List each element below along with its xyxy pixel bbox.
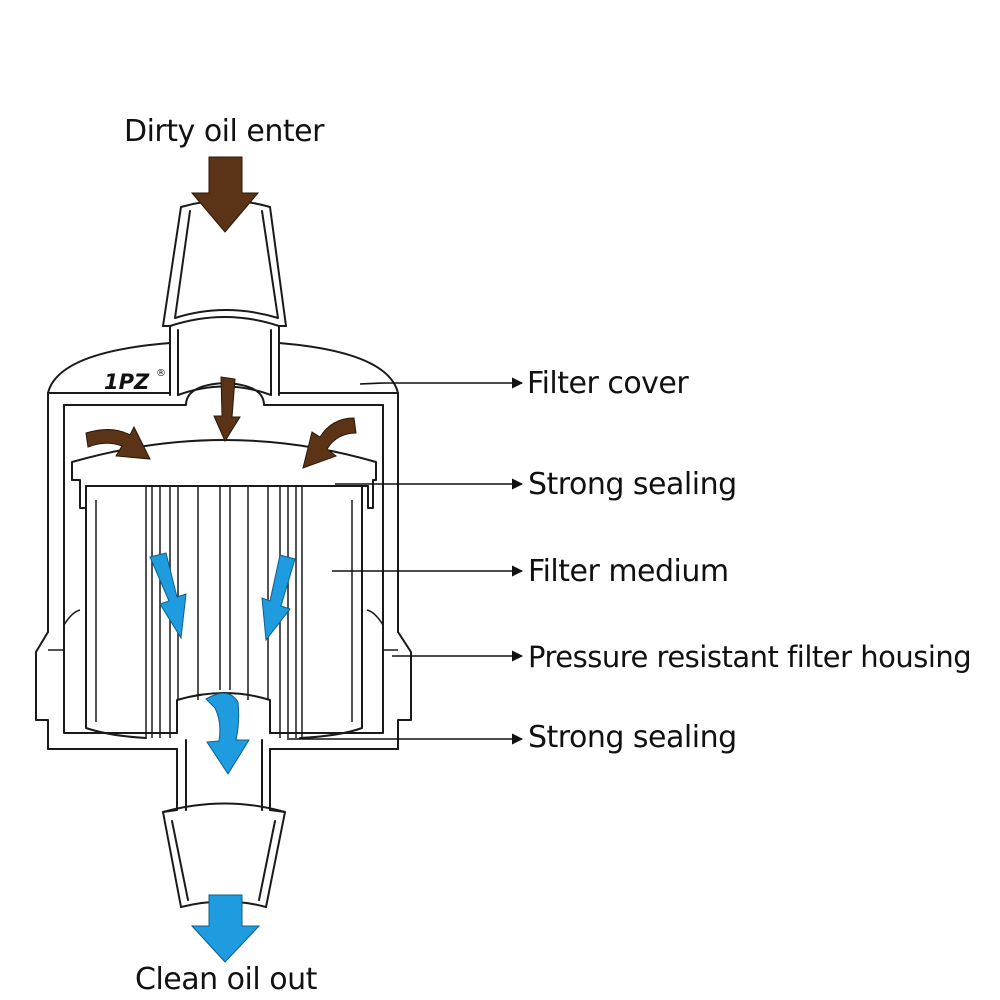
strong-sealing-top-label: Strong sealing xyxy=(528,467,737,502)
inlet-nozzle xyxy=(162,199,287,396)
leader-lines xyxy=(287,377,524,745)
inlet-label: Dirty oil enter xyxy=(124,114,324,149)
flow-arrow-icon xyxy=(149,552,187,640)
top-sealing-plate xyxy=(71,439,377,509)
flow-arrow-icon xyxy=(261,554,296,642)
filter-medium-label: Filter medium xyxy=(528,554,729,589)
filter-cover-label: Filter cover xyxy=(527,366,689,401)
outlet-label: Clean oil out xyxy=(135,962,317,997)
strong-sealing-bottom-label: Strong sealing xyxy=(528,720,737,755)
dirty-oil-arrows xyxy=(85,156,357,469)
flow-arrow-icon xyxy=(85,425,151,460)
flow-arrow-icon xyxy=(302,417,357,469)
brand-logo: 1PZ xyxy=(104,370,150,394)
outlet-arrow-icon xyxy=(190,894,261,963)
leader-line-filter-cover xyxy=(359,377,524,389)
flow-arrow-icon xyxy=(205,692,250,775)
flow-arrow-icon xyxy=(213,376,241,443)
outlet-nozzle xyxy=(162,692,286,908)
housing-label: Pressure resistant filter housing xyxy=(528,640,972,674)
inlet-arrow-icon xyxy=(190,156,260,233)
filter-housing xyxy=(35,392,412,750)
clean-oil-arrows xyxy=(149,552,296,963)
brand-registered-mark: ® xyxy=(156,368,166,379)
